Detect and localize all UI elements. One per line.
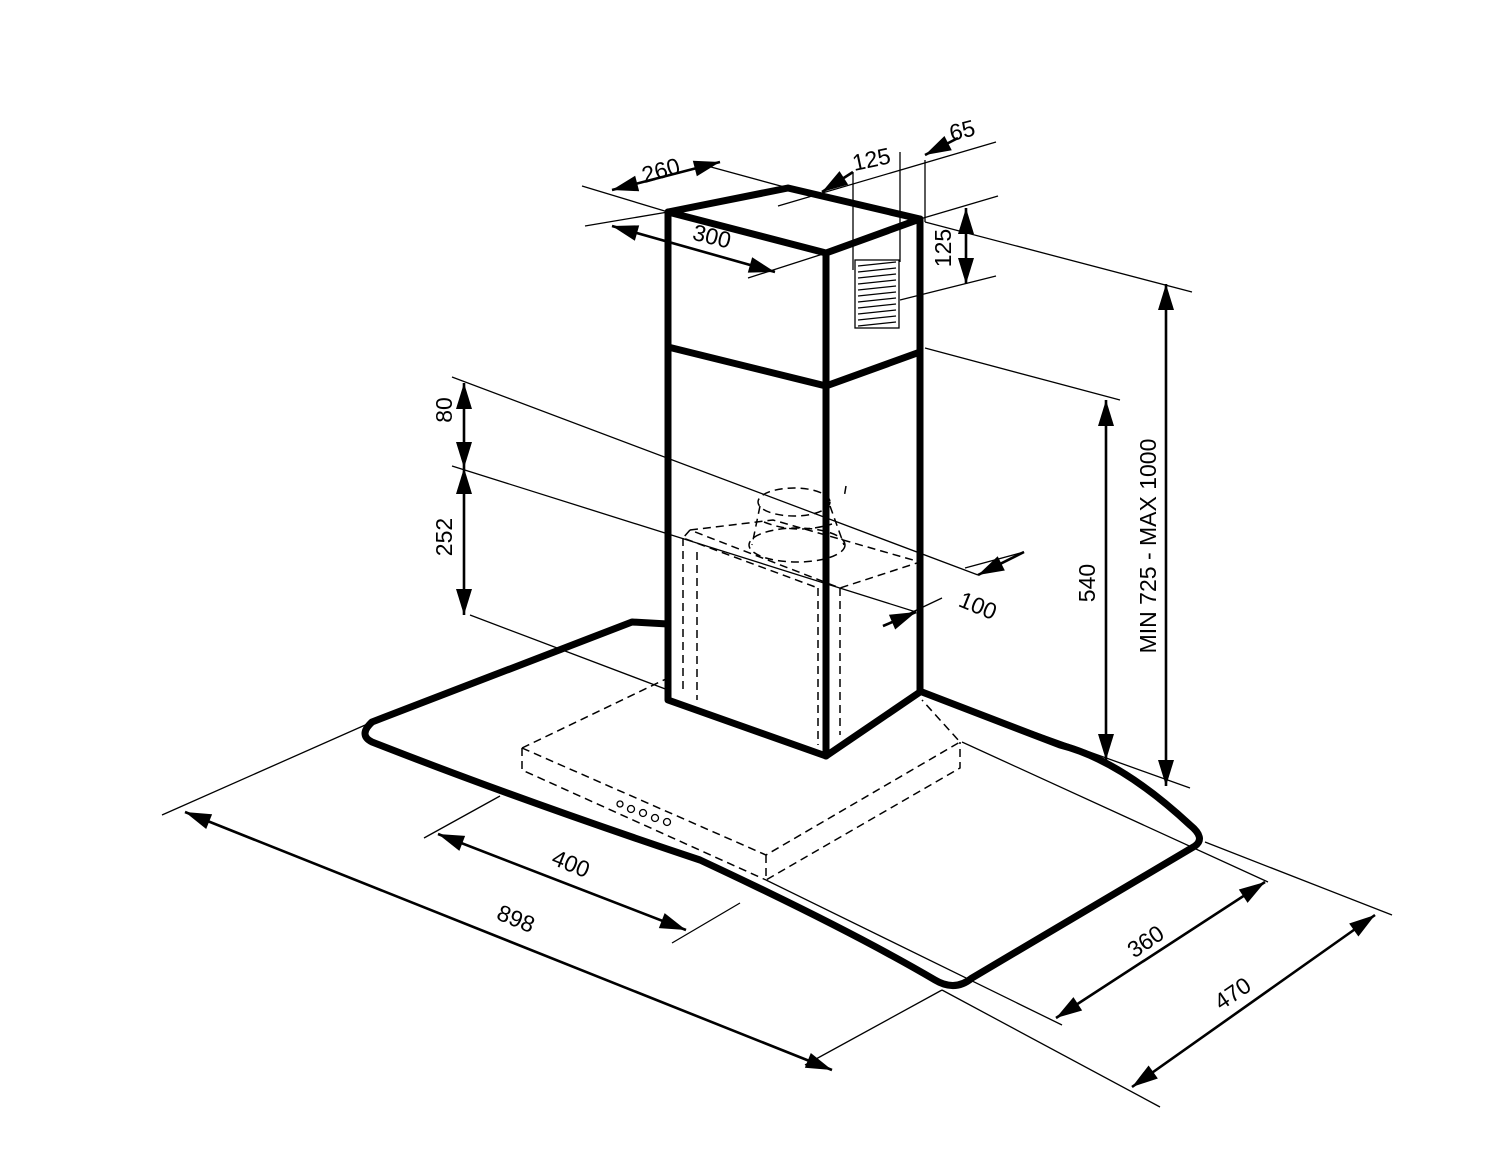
- dim-line-260-arrow-end: [692, 160, 720, 177]
- grille-slot: [857, 315, 897, 321]
- dim-line-252-arrow-start: [456, 468, 472, 494]
- dim-line-898-arrow-end: [804, 1052, 832, 1070]
- grille-slot: [857, 273, 897, 279]
- outlet-collar-hidden: [748, 485, 847, 563]
- dim-line-80-arrow-start: [456, 383, 472, 409]
- motor-housing-hidden: [681, 519, 923, 745]
- dim-line-total-height-arrow-start: [1158, 284, 1174, 310]
- dim-label-80: 80: [431, 397, 457, 423]
- dimension-lines: [184, 135, 1376, 1089]
- dim-line-470-arrow-end: [1132, 1065, 1158, 1087]
- dim-line-360: [1055, 880, 1266, 1020]
- extension-lines: [161, 141, 1393, 1108]
- grille-slot: [857, 279, 897, 285]
- dim-label-540: 540: [1074, 564, 1100, 602]
- hood-glass-canopy: [361, 618, 1203, 989]
- dim-label-400: 400: [548, 844, 593, 882]
- control-panel-hidden: [521, 677, 962, 882]
- dim-label-252: 252: [431, 518, 457, 556]
- grille-slot: [857, 309, 897, 315]
- grille-slot: [857, 267, 897, 273]
- dim-label-65: 65: [947, 115, 978, 146]
- vent-grille: [854, 259, 900, 329]
- dim-line-470-arrow-start: [1349, 915, 1375, 937]
- grille-slot: [857, 291, 897, 297]
- dim-line-300-arrow-start: [612, 225, 640, 241]
- dim-line-300-arrow-end: [747, 257, 775, 273]
- dim-line-470: [1131, 913, 1376, 1089]
- dim-line-400-arrow-start: [438, 834, 466, 851]
- dim-line-125-height-arrow-end: [958, 258, 974, 284]
- dim-line-80-arrow-end: [456, 442, 472, 468]
- dim-line-125-height-arrow-start: [958, 208, 974, 234]
- dim-line-252-arrow-end: [456, 589, 472, 615]
- dim-line-898-arrow-start: [185, 812, 213, 830]
- dim-line-65-arrow: [925, 135, 952, 155]
- dim-label-360: 360: [1122, 920, 1168, 963]
- dim-label-total-height: MIN 725 - MAX 1000: [1135, 439, 1161, 654]
- dim-label-470: 470: [1209, 972, 1255, 1015]
- dim-label-100: 100: [955, 586, 1000, 624]
- dim-line-total-height-arrow-end: [1158, 760, 1174, 786]
- dim-line-100-a-arrow: [978, 556, 1005, 575]
- grille-slot: [857, 285, 897, 291]
- dim-line-898: [184, 810, 833, 1072]
- dim-line-400-arrow-end: [658, 913, 686, 930]
- dim-line-300: [611, 224, 776, 274]
- grille-slot: [857, 261, 897, 267]
- grille-slot: [857, 297, 897, 303]
- dim-label-260: 260: [639, 153, 683, 189]
- dim-line-260-arrow-start: [612, 175, 640, 192]
- dim-line-540-arrow-end: [1098, 734, 1114, 760]
- grille-slot: [857, 303, 897, 309]
- dim-line-360-arrow-start: [1238, 882, 1265, 903]
- dim-line-100-b-arrow: [888, 612, 916, 630]
- dim-line-360-arrow-end: [1056, 997, 1083, 1018]
- dim-line-540-arrow-start: [1098, 400, 1114, 426]
- grille-slot: [857, 321, 897, 327]
- dim-label-125-width: 125: [850, 142, 893, 175]
- dim-line-125-width-arrow: [822, 171, 849, 192]
- dim-label-125-height: 125: [930, 229, 956, 267]
- dim-label-898: 898: [493, 899, 538, 937]
- dim-line-400: [437, 832, 687, 932]
